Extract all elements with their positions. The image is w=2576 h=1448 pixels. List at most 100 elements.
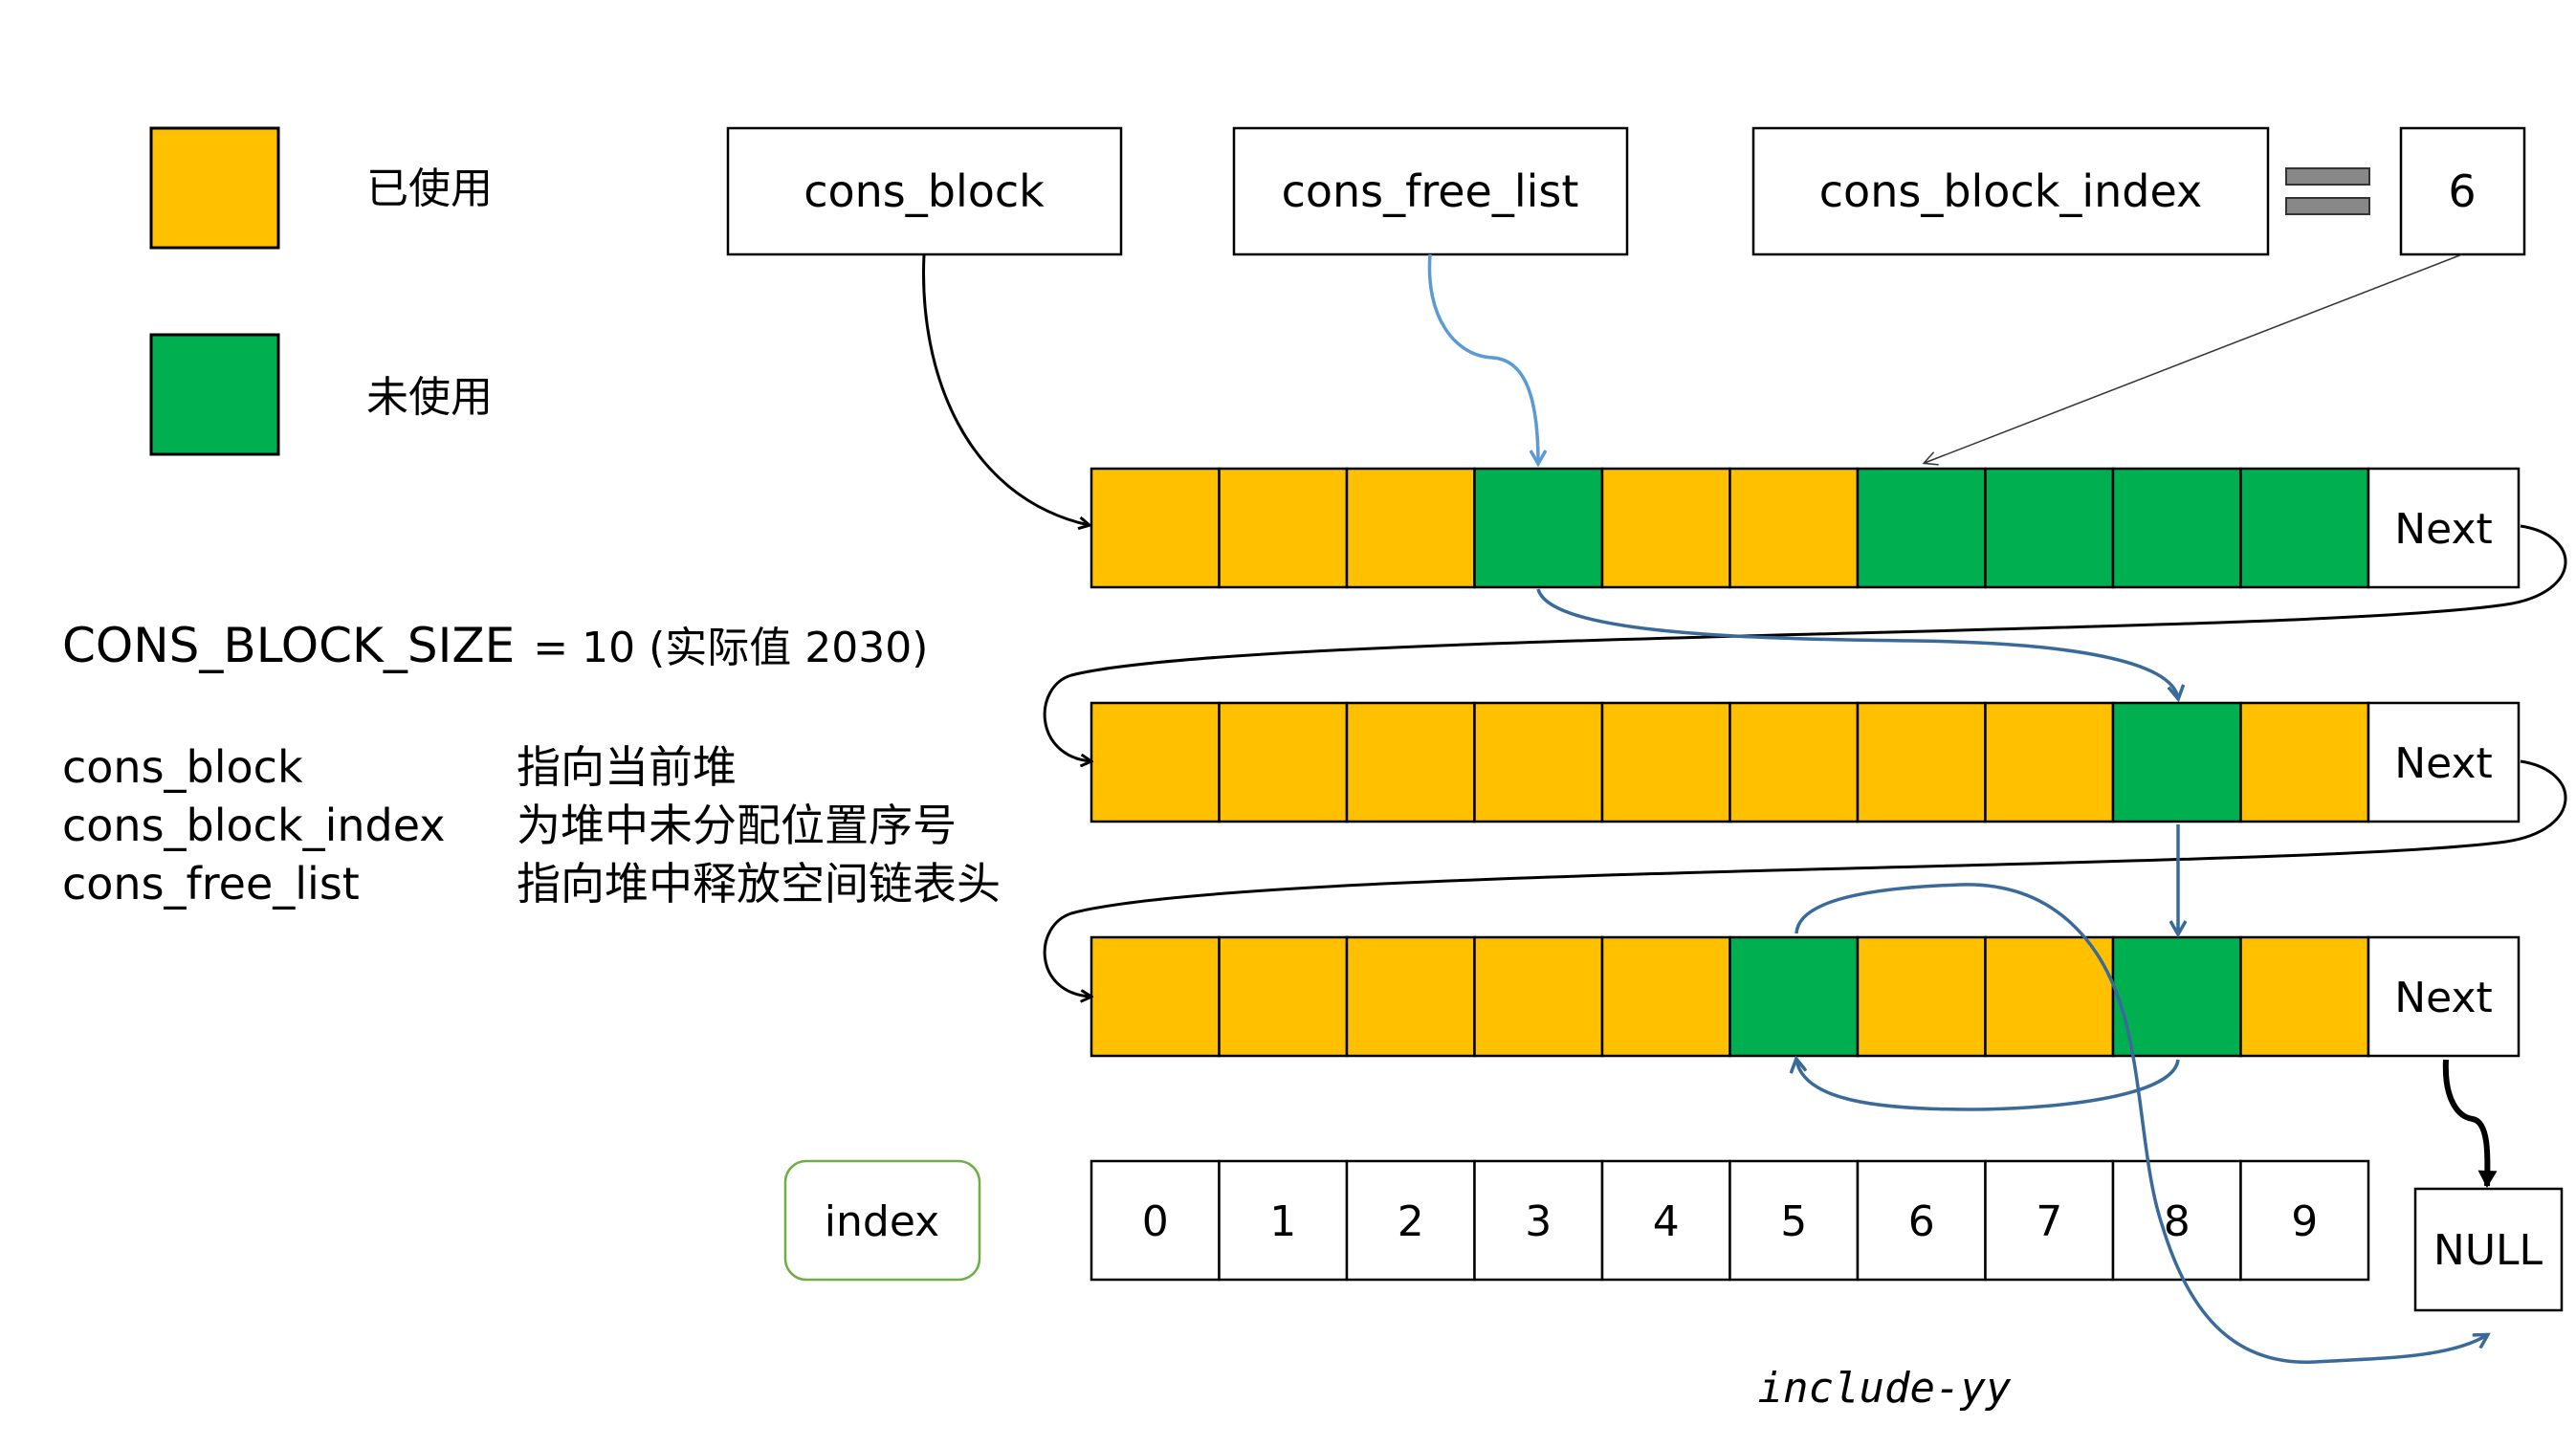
cons-block-index-label: cons_block_index <box>1819 165 2202 217</box>
cell-used <box>1090 701 1221 823</box>
legend-unused-label: 未使用 <box>366 373 493 422</box>
index-cell <box>1345 1159 1476 1282</box>
cell-used <box>1345 467 1476 589</box>
cell-used <box>1984 701 2115 823</box>
next-cell <box>2367 467 2521 589</box>
null-box <box>2413 1187 2564 1312</box>
cell-used <box>1728 701 1860 823</box>
index-cell-label: 5 <box>1780 1197 1807 1246</box>
cell-used <box>1218 701 1349 823</box>
arrow-cons-block <box>922 253 1089 525</box>
index-cell <box>1090 1159 1221 1282</box>
index-cell-label: 2 <box>1398 1197 1424 1246</box>
cell-used <box>1856 701 1987 823</box>
cell-used <box>1728 467 1860 589</box>
arrows <box>922 253 2567 1364</box>
index-value-label: 6 <box>2448 165 2476 217</box>
constant-name: CONS_BLOCK_SIZE <box>62 618 515 673</box>
description-text: 指向当前堆 <box>517 741 737 793</box>
cell-used <box>1856 935 1987 1058</box>
cell-used <box>1090 467 1221 589</box>
index-cell-label: 6 <box>1908 1197 1935 1246</box>
index-cell-label: 9 <box>2291 1197 2318 1246</box>
watermark-text: include-yy <box>1758 1364 2012 1413</box>
cell-free <box>2111 467 2242 589</box>
arrow-next-null <box>2442 1059 2498 1188</box>
legend-unused-swatch <box>149 333 280 456</box>
arrow-cons-block-index <box>1922 253 2463 466</box>
cell-used <box>2239 701 2370 823</box>
index-cell <box>1473 1159 1604 1282</box>
cons-block-box <box>726 126 1123 256</box>
cons-block-label: cons_block <box>804 165 1045 217</box>
index-cell-label: 7 <box>2036 1197 2062 1246</box>
cons-block-row: Next <box>1090 467 2521 589</box>
equals-icon <box>2285 167 2370 215</box>
next-label: Next <box>2394 505 2493 554</box>
index-cell <box>1600 1159 1731 1282</box>
arrow-free-b3c8-to-b3c5 <box>1789 1060 2178 1110</box>
index-cell <box>1728 1159 1860 1282</box>
arrow-next-block2 <box>1043 759 2567 997</box>
next-cell <box>2367 701 2521 823</box>
cell-used <box>1218 935 1349 1058</box>
index-cell-label: 4 <box>1653 1197 1680 1246</box>
index-cell <box>1856 1159 1987 1282</box>
index-cell <box>1218 1159 1349 1282</box>
description-list: cons_block 指向当前堆 cons_block_index 为堆中未分配位置序… <box>62 741 1001 910</box>
cell-used <box>1473 935 1604 1058</box>
next-cell <box>2367 935 2521 1058</box>
description-term: cons_free_list <box>62 858 360 910</box>
cons-block-index-box <box>1751 126 2270 256</box>
cell-used <box>1600 467 1731 589</box>
legend-used-swatch <box>149 126 280 250</box>
next-label: Next <box>2394 739 2493 788</box>
cell-free <box>2111 701 2242 823</box>
index-cell-label: 0 <box>1142 1197 1169 1246</box>
cell-free <box>1473 467 1604 589</box>
legend-used-label: 已使用 <box>366 165 493 213</box>
cell-used <box>1600 701 1731 823</box>
index-cell-label: 1 <box>1269 1197 1296 1246</box>
cell-free <box>1856 467 1987 589</box>
arrow-next-block1 <box>1043 524 2567 761</box>
index-cell <box>2239 1159 2370 1282</box>
constant-line: CONS_BLOCK_SIZE = 10 (实际值 2030) <box>62 618 928 673</box>
cell-free <box>2111 935 2242 1058</box>
index-legend-label: index <box>825 1197 939 1246</box>
cell-used <box>1473 701 1604 823</box>
description-text: 为堆中未分配位置序号 <box>517 800 957 851</box>
cell-used <box>1345 701 1476 823</box>
constant-suffix: = 10 (实际值 2030) <box>533 624 928 672</box>
cell-used <box>1345 935 1476 1058</box>
cell-used <box>1984 935 2115 1058</box>
index-cell-label: 3 <box>1525 1197 1552 1246</box>
index-legend-box <box>783 1159 981 1282</box>
cell-free <box>1984 467 2115 589</box>
arrow-free-b3c5-to-null <box>1794 883 2487 1364</box>
cell-free <box>2239 467 2370 589</box>
cell-used <box>1600 935 1731 1058</box>
arrow-free-b3c8-to-b3c5-curve <box>1796 1060 2180 1111</box>
description-text: 指向堆中释放空间链表头 <box>517 858 1001 910</box>
description-term: cons_block <box>62 741 303 793</box>
cell-used <box>1090 935 1221 1058</box>
cell-used <box>1218 467 1349 589</box>
next-label: Next <box>2394 974 2493 1022</box>
cons-block-row: Next <box>1090 935 2521 1058</box>
cons-block-row: Next <box>1090 701 2521 823</box>
cons-free-list-label: cons_free_list <box>1282 165 1579 217</box>
cons-free-list-box <box>1232 126 1629 256</box>
cell-used <box>2239 935 2370 1058</box>
arrow-cons-free-list <box>1427 253 1538 463</box>
description-term: cons_block_index <box>62 800 445 851</box>
index-cell <box>1984 1159 2115 1282</box>
null-label: NULL <box>2433 1226 2543 1275</box>
cell-free <box>1728 935 1860 1058</box>
index-value-box <box>2399 126 2526 256</box>
arrow-free-b1c3-to-b2c8 <box>1536 588 2178 698</box>
